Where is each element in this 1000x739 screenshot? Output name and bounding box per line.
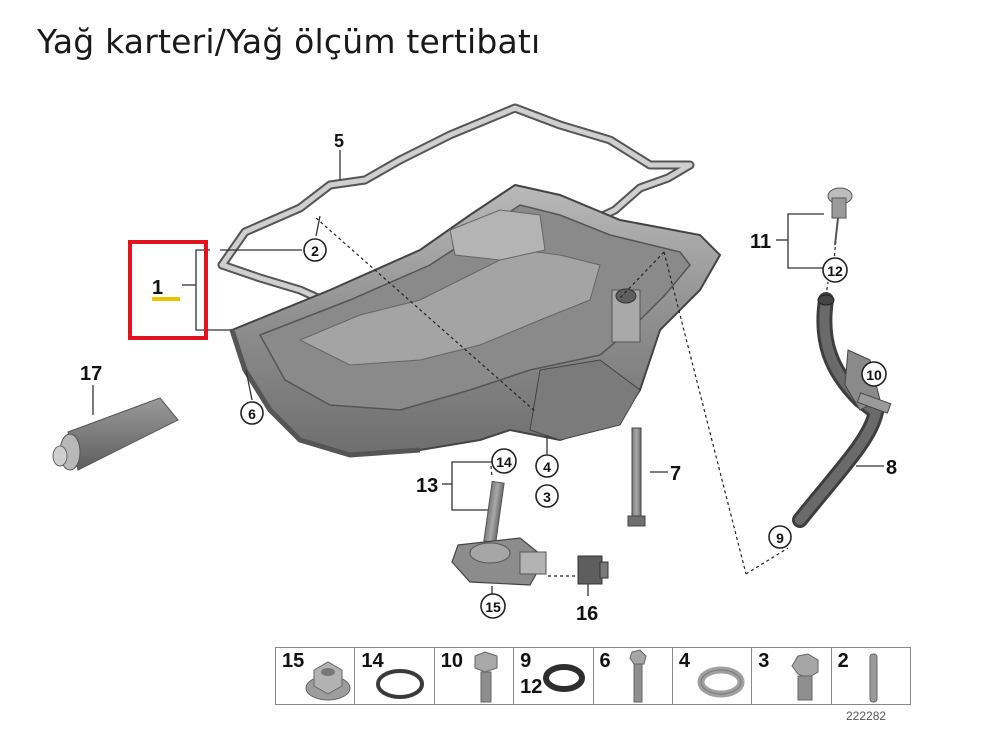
svg-text:9: 9 xyxy=(776,530,784,546)
part-cell-9-12[interactable]: 9 12 xyxy=(514,648,594,704)
leader-lines xyxy=(92,150,884,596)
page-title: Yağ karteri/Yağ ölçüm tertibatı xyxy=(37,22,541,61)
part-cell-14[interactable]: 14 xyxy=(355,648,435,704)
part-cell-10[interactable]: 10 xyxy=(435,648,515,704)
small-parts-strip: 15 14 10 9 12 6 4 xyxy=(275,647,911,705)
svg-text:15: 15 xyxy=(485,599,501,615)
circled-callout-14[interactable]: 14 xyxy=(491,448,517,474)
callout-11[interactable]: 11 xyxy=(750,231,771,253)
circled-callout-12[interactable]: 12 xyxy=(822,257,848,283)
o-ring-icon xyxy=(376,669,425,699)
oil-level-sensor-part-13 xyxy=(451,480,547,586)
part-number-secondary: 12 xyxy=(520,676,543,698)
highlight-underline xyxy=(152,297,180,301)
svg-text:10: 10 xyxy=(866,367,882,383)
part-number: 6 xyxy=(599,650,611,672)
dipstick-guide-tube-part-8 xyxy=(792,292,892,528)
bolt-part-7 xyxy=(627,427,646,527)
circled-callout-6[interactable]: 6 xyxy=(240,401,264,425)
part-cell-4[interactable]: 4 xyxy=(673,648,753,704)
svg-text:6: 6 xyxy=(248,406,256,422)
part-cell-2[interactable]: 2 xyxy=(832,648,910,704)
highlight-box-part-1 xyxy=(128,240,208,340)
part-number: 3 xyxy=(758,650,770,672)
long-bolt-icon xyxy=(628,649,647,703)
callout-5[interactable]: 5 xyxy=(334,131,344,151)
callout-17[interactable]: 17 xyxy=(80,363,102,385)
circled-callout-3[interactable]: 3 xyxy=(535,484,559,508)
flange-nut-icon xyxy=(305,661,351,701)
svg-text:4: 4 xyxy=(543,459,551,475)
o-ring-thick-icon xyxy=(543,664,586,692)
part-number: 2 xyxy=(837,650,849,672)
circled-callout-4[interactable]: 4 xyxy=(535,454,559,478)
part-cell-6[interactable]: 6 xyxy=(594,648,673,704)
circled-callout-10[interactable]: 10 xyxy=(861,361,887,387)
part-cell-15[interactable]: 15 xyxy=(276,648,356,704)
circled-callouts: 2 3 4 6 9 10 12 14 15 xyxy=(240,238,887,619)
svg-text:12: 12 xyxy=(827,263,843,279)
oil-pan xyxy=(229,183,722,458)
sealing-washer-icon xyxy=(697,666,745,698)
stud-icon xyxy=(869,653,878,703)
connector-part-16 xyxy=(577,555,609,585)
callout-1[interactable]: 1 xyxy=(152,277,163,299)
svg-text:2: 2 xyxy=(311,243,319,259)
diagram-reference-number: 222282 xyxy=(846,709,887,723)
part-number: 9 xyxy=(520,650,532,672)
part-number: 4 xyxy=(678,650,690,672)
part-number: 15 xyxy=(282,650,305,672)
callout-16[interactable]: 16 xyxy=(576,603,598,625)
callout-8[interactable]: 8 xyxy=(886,457,897,479)
svg-text:14: 14 xyxy=(496,454,512,470)
circled-callout-15[interactable]: 15 xyxy=(480,593,506,619)
dipstick-part-11 xyxy=(827,187,853,246)
part-cell-3[interactable]: 3 xyxy=(752,648,832,704)
circled-callout-2[interactable]: 2 xyxy=(303,238,327,262)
sealant-tube-part-17 xyxy=(52,397,179,471)
part-number: 10 xyxy=(440,650,463,672)
circled-callout-9[interactable]: 9 xyxy=(768,525,792,549)
drain-plug-icon xyxy=(791,653,819,701)
hex-bolt-icon xyxy=(474,651,498,703)
part-number: 14 xyxy=(361,650,384,672)
plain-callouts: 1 5 7 8 11 13 16 17 xyxy=(80,131,897,625)
svg-text:3: 3 xyxy=(543,489,551,505)
callout-7[interactable]: 7 xyxy=(670,463,681,485)
callout-13[interactable]: 13 xyxy=(416,475,438,497)
